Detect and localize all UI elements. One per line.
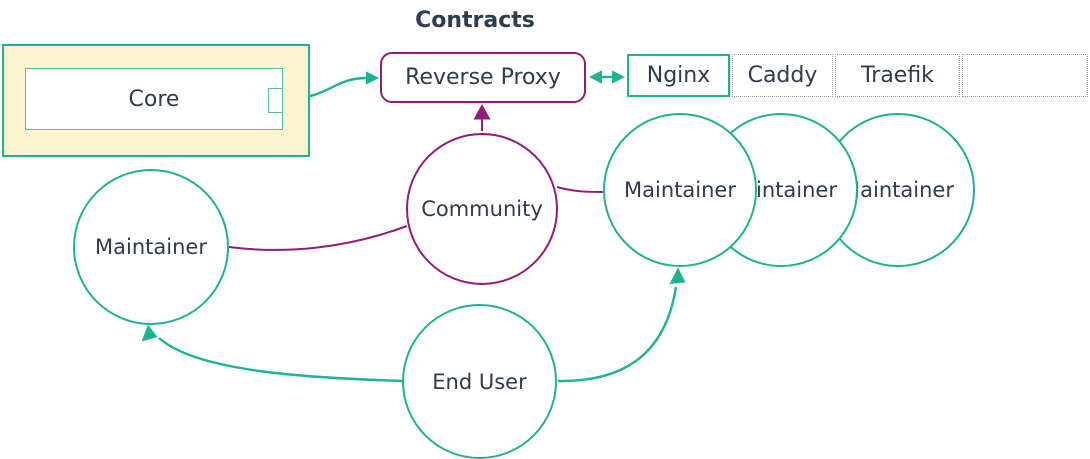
end-user-label: End User bbox=[432, 369, 527, 394]
edge-end-user-to-maintainer-left bbox=[141, 324, 404, 383]
edge-community-to-reverse-proxy bbox=[473, 104, 491, 131]
community-label: Community bbox=[421, 197, 543, 221]
core-label: Core bbox=[128, 86, 180, 112]
maintainer-left-label: Maintainer bbox=[95, 235, 207, 259]
reverse-proxy-label: Reverse Proxy bbox=[405, 65, 561, 90]
edge-community-maintainer-left bbox=[228, 225, 408, 251]
edge-community-maintainer-right bbox=[556, 186, 604, 193]
proxy-option-empty bbox=[962, 54, 1088, 97]
edge-end-user-to-maintainer-right bbox=[557, 267, 686, 383]
diagram-title: Contracts bbox=[415, 8, 535, 33]
edge-reverse-proxy-nginx-bidirectional bbox=[589, 70, 625, 84]
reverse-proxy-node: Reverse Proxy bbox=[380, 52, 586, 103]
proxy-option-traefik: Traefik bbox=[835, 54, 960, 97]
maintainer-left-circle: Maintainer bbox=[73, 169, 229, 325]
proxy-option-traefik-label: Traefik bbox=[861, 63, 934, 88]
maintainer-right-circle-1: Maintainer bbox=[603, 113, 757, 267]
proxy-option-nginx-label: Nginx bbox=[646, 63, 711, 88]
community-circle: Community bbox=[406, 133, 558, 285]
proxy-option-caddy: Caddy bbox=[732, 54, 833, 97]
proxy-option-nginx: Nginx bbox=[627, 54, 730, 97]
proxy-option-caddy-label: Caddy bbox=[747, 63, 818, 88]
core-port bbox=[268, 88, 283, 113]
end-user-circle: End User bbox=[402, 304, 557, 459]
maintainer-right-3-label: Maintainer bbox=[842, 178, 954, 202]
core-node: Core bbox=[25, 68, 283, 130]
maintainer-right-1-label: Maintainer bbox=[624, 178, 736, 202]
